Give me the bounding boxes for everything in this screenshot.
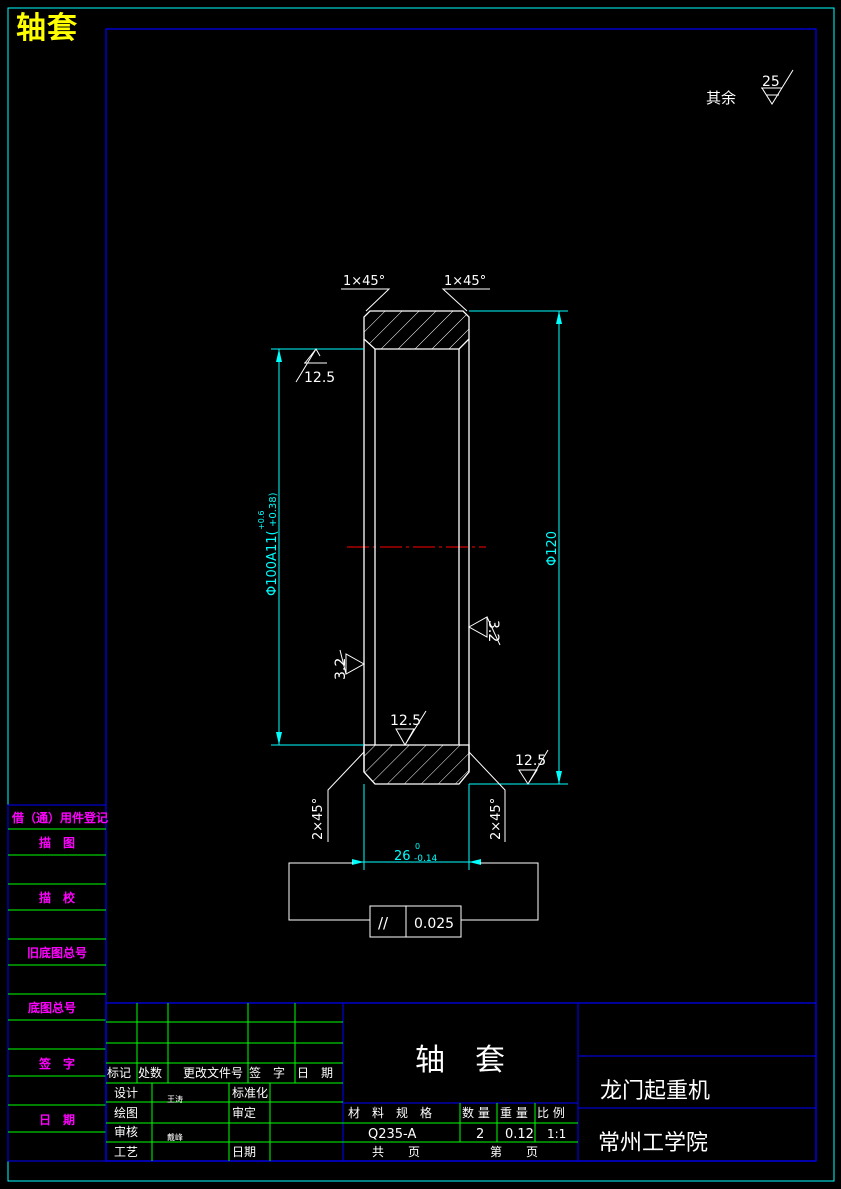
rough-bore-right-label: 3.2: [485, 620, 501, 642]
design-label: 设计: [114, 1086, 138, 1100]
rough-bottom-face-label: 12.5: [390, 713, 421, 729]
material-value: Q235-A: [368, 1127, 416, 1142]
bore-dim-label: Φ100A11(: [265, 530, 280, 596]
bore-tol-upper: +0.6: [257, 511, 266, 530]
side-row-label: 旧底图总号: [27, 945, 87, 960]
side-row-label: 描 校: [39, 890, 76, 905]
weight-label: 重 量: [500, 1106, 528, 1120]
process-label: 工艺: [114, 1145, 138, 1159]
checker-name: 戴峰: [167, 1132, 183, 1142]
standardize-label: 标准化: [232, 1086, 268, 1100]
approve-label: 审定: [232, 1105, 256, 1120]
roughness-symbol-icon: [295, 348, 327, 383]
side-table: 借（通）用件登记 描 图 描 校 旧底图总号 底图总号 签 字 日 期: [7, 804, 108, 1162]
date-label: 日期: [232, 1145, 256, 1159]
school-name: 常州工学院: [598, 1131, 708, 1156]
corner-title: 轴套: [16, 11, 78, 46]
parallel-tol-value: 0.025: [414, 916, 454, 932]
chamfer-top-left-label: 1×45°: [343, 274, 385, 289]
roughness-note: 其余 25: [706, 69, 794, 107]
roughness-symbol-icon: [339, 649, 366, 675]
designer-name: 王涛: [167, 1094, 183, 1104]
inner-frame: [105, 28, 817, 1162]
rev-header: 处数: [138, 1065, 162, 1080]
rev-header: 签 字: [249, 1065, 285, 1080]
bottom-section: [363, 744, 470, 785]
roughness-symbol-icon: [395, 710, 427, 747]
rough-outer-top-label: 12.5: [304, 370, 335, 386]
scale-label: 比 例: [537, 1106, 565, 1120]
scale-value: 1:1: [547, 1127, 566, 1141]
rev-header: 更改文件号: [183, 1065, 243, 1080]
project-name: 龙门起重机: [600, 1079, 710, 1104]
weight-value: 0.12: [505, 1127, 534, 1142]
qty-value: 2: [476, 1127, 484, 1142]
chamfer-bottom-right-label: 2×45°: [489, 798, 504, 840]
rough-bore-left-label: 3.2: [333, 658, 349, 680]
bore-tol-lower: +0.38): [268, 492, 279, 527]
rev-header: 日 期: [297, 1066, 333, 1080]
rev-header: 标记: [107, 1066, 131, 1080]
rough-bottom-right-label: 12.5: [515, 753, 546, 769]
width-tol-upper: 0: [415, 842, 420, 851]
material-label: 材 料 规 格: [348, 1105, 432, 1120]
total-sheets: 共 页: [372, 1145, 420, 1159]
check-label: 审核: [114, 1124, 138, 1139]
parallelism-icon: //: [378, 914, 389, 932]
sheet-number: 第 页: [490, 1145, 538, 1159]
roughness-symbol-icon: [467, 616, 501, 646]
roughness-label: 其余: [706, 89, 736, 107]
side-row-label: 日 期: [39, 1112, 75, 1127]
chamfer-bottom-left-label: 2×45°: [311, 798, 326, 840]
title-block: 标记 处数 更改文件号 签 字 日 期 设计 王涛 标准化 绘图 审定 审核 戴…: [105, 1002, 817, 1162]
side-row-label: 底图总号: [28, 1000, 76, 1015]
outer-dim-label: Φ120: [545, 531, 560, 566]
qty-label: 数 量: [462, 1105, 490, 1120]
side-row-label: 签 字: [38, 1056, 75, 1071]
part-name: 轴 套: [415, 1043, 505, 1078]
side-row-label: 借（通）用件登记: [11, 810, 108, 825]
roughness-symbol-icon: [761, 69, 794, 105]
roughness-symbol-icon: [518, 749, 549, 785]
draw-label: 绘图: [114, 1105, 138, 1120]
roughness-value: 25: [762, 74, 780, 90]
chamfer-top-right-label: 1×45°: [444, 274, 486, 289]
width-tol-lower: -0.14: [414, 854, 438, 864]
outer-frame: [7, 7, 835, 1182]
width-dim-label: 26: [394, 849, 411, 864]
top-section: [363, 310, 470, 350]
side-row-label: 描 图: [39, 835, 75, 850]
part-drawing: 1×45° 1×45° Φ100A11( +0.6 +0.38) Φ120 12…: [257, 274, 568, 938]
